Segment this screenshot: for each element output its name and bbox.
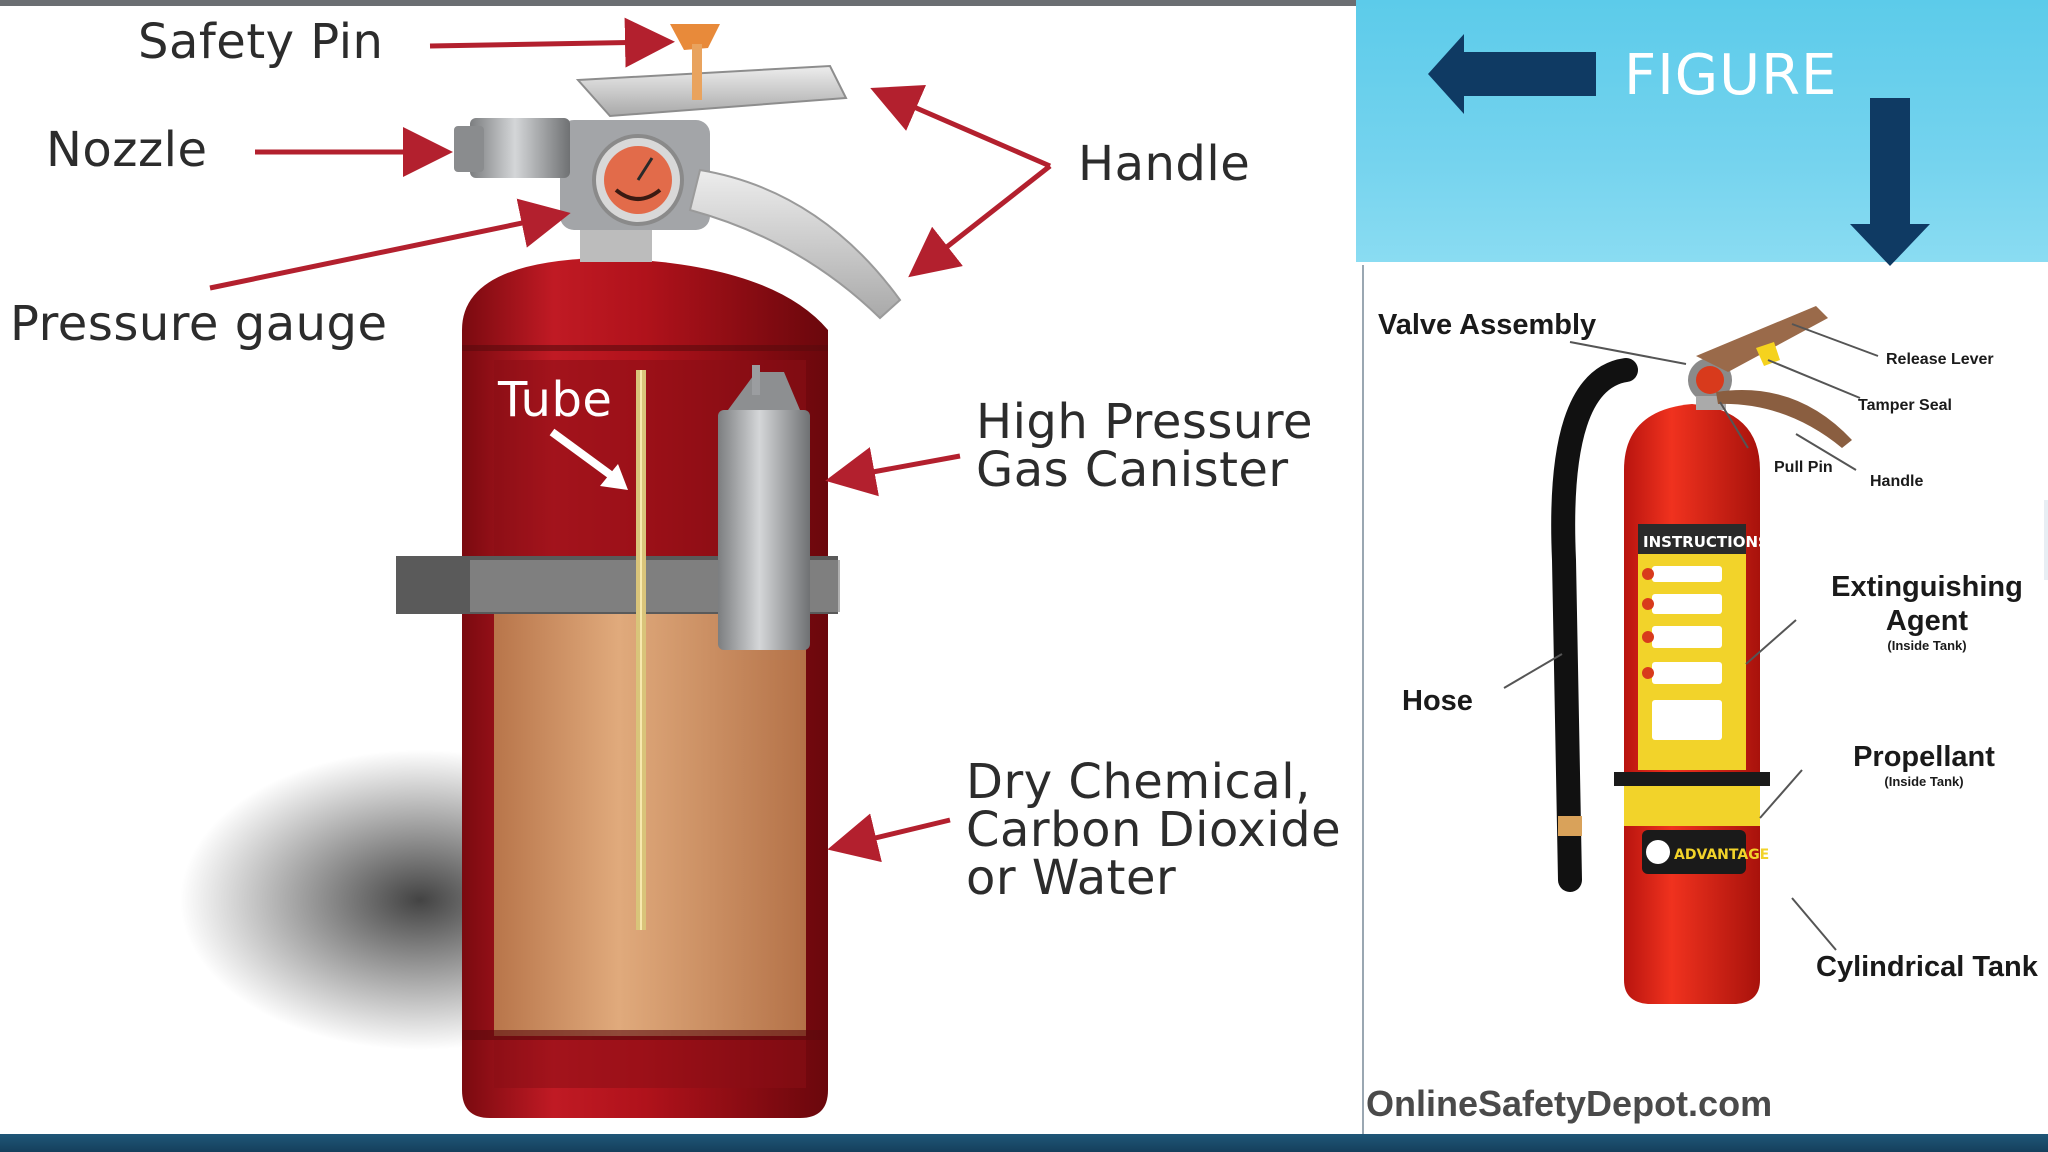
label-gas-canister-line-1: High Pressure	[976, 394, 1314, 450]
label-valve-assembly: Valve Assembly	[1378, 309, 1597, 341]
bottom-bar	[0, 1134, 2048, 1152]
label-contents-line-2: Carbon Dioxide	[966, 802, 1342, 858]
cylinder-band	[1614, 772, 1770, 786]
label-contents-line-1: Dry Chemical,	[966, 754, 1311, 810]
right-illustration-layer: ADVANTAGE INSTRUCTIONS	[1428, 34, 1930, 1004]
arrow-down-icon	[1850, 98, 1930, 266]
top-border-line	[0, 0, 1356, 6]
arrow-pressure-gauge	[209, 198, 571, 291]
label-nozzle: Nozzle	[46, 122, 208, 178]
hose	[1551, 358, 1638, 892]
label-pressure-gauge: Pressure gauge	[10, 296, 388, 352]
handle-shape	[1716, 390, 1852, 448]
label-extinguishing-agent: Extinguishing Agent (Inside Tank)	[1814, 570, 2040, 654]
label-extinguishing-agent-line-1: Extinguishing	[1831, 571, 2023, 603]
brand-text: ADVANTAGE	[1674, 847, 1769, 863]
arrow-handle-bottom	[908, 164, 1052, 278]
extinguishing-contents	[494, 600, 806, 1036]
instructions-title: INSTRUCTIONS	[1643, 533, 1769, 551]
label-extinguishing-agent-note: (Inside Tank)	[1887, 638, 1967, 653]
label-safety-pin: Safety Pin	[138, 14, 384, 70]
label-hose: Hose	[1402, 685, 1473, 717]
carry-handle	[688, 168, 902, 320]
arrow-contents	[827, 813, 951, 863]
release-lever-shape	[1696, 306, 1828, 372]
label-tube: Tube	[498, 372, 613, 428]
label-handle-right: Handle	[1870, 473, 1924, 490]
arrow-handle-top	[870, 84, 1051, 169]
arrow-safety-pin	[429, 17, 675, 68]
brand-plate	[1642, 830, 1746, 874]
tamper-seal-tag	[1756, 342, 1780, 366]
sky-header-background	[1356, 0, 2048, 262]
nozzle-outlet	[470, 118, 570, 178]
label-propellant: Propellant (Inside Tank)	[1824, 740, 2024, 790]
label-cylindrical-tank: Cylindrical Tank	[1816, 951, 2038, 983]
label-tamper-seal: Tamper Seal	[1858, 397, 1952, 414]
label-pull-pin: Pull Pin	[1774, 459, 1833, 476]
label-propellant-note: (Inside Tank)	[1884, 774, 1964, 789]
website-watermark: OnlineSafetyDepot.com	[1366, 1083, 1773, 1124]
label-contents-line-3: or Water	[966, 850, 1177, 906]
figure-title: FIGURE	[1624, 43, 1838, 108]
right-edge-strip	[2044, 500, 2048, 580]
right-figure-panel: FIGURE	[1356, 0, 2048, 1134]
arrow-tube	[549, 428, 615, 480]
left-diagram-panel: Safety Pin Nozzle Handle Pressure gauge …	[0, 0, 1356, 1118]
arrow-left-icon	[1428, 34, 1596, 114]
gas-canister	[718, 410, 810, 650]
label-handle: Handle	[1078, 136, 1251, 192]
label-propellant-line: Propellant	[1853, 741, 1995, 773]
label-contents: Dry Chemical, Carbon Dioxide or Water	[966, 758, 1341, 902]
label-gas-canister: High Pressure Gas Canister	[976, 398, 1313, 494]
release-lever	[575, 64, 848, 118]
arrow-gas-canister	[825, 447, 961, 497]
label-gas-canister-line-2: Gas Canister	[976, 442, 1289, 498]
safety-pin	[670, 24, 720, 50]
label-release-lever: Release Lever	[1886, 351, 1994, 368]
extinguisher-cutaway-illustration	[180, 17, 1052, 1118]
label-extinguishing-agent-line-2: Agent	[1885, 605, 1969, 637]
